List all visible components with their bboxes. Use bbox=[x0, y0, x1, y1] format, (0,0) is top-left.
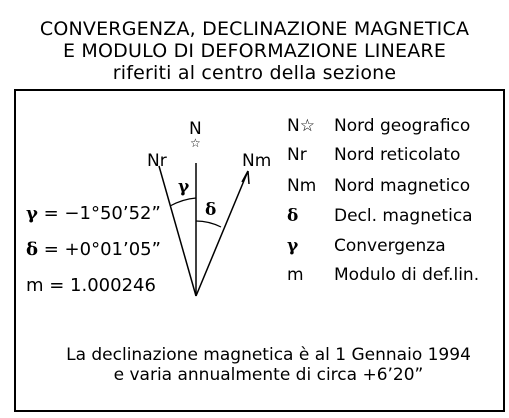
title-line-2: E MODULO DI DEFORMAZIONE LINEARE bbox=[62, 40, 447, 62]
note-line-2: e varia annualmente di circa +6’20” bbox=[113, 365, 424, 385]
legend-text: Nord reticolato bbox=[334, 145, 461, 165]
delta-arc bbox=[195, 220, 222, 228]
legend-symbol: Nr bbox=[287, 145, 307, 165]
legend-text: Nord magnetico bbox=[334, 176, 471, 196]
legend-symbol: N☆ bbox=[287, 116, 315, 136]
gamma-angle-label: γ bbox=[178, 177, 190, 197]
gamma-arc bbox=[169, 197, 197, 207]
grid-north-label: Nr bbox=[147, 151, 167, 171]
legend-symbol: γ bbox=[287, 236, 299, 256]
magnetic-north-line bbox=[195, 170, 249, 297]
legend-symbol: δ bbox=[287, 206, 299, 226]
north-diagram bbox=[158, 163, 250, 297]
title-line-1: CONVERGENZA, DECLINAZIONE MAGNETICA bbox=[39, 18, 470, 40]
delta-symbol: δ bbox=[26, 239, 39, 260]
gamma-value-text: = −1°50’52” bbox=[43, 203, 161, 224]
title-line-3: riferiti al centro della sezione bbox=[112, 62, 397, 84]
legend-text: Modulo di def.lin. bbox=[334, 265, 480, 285]
diagram-frame: N ☆ Nr Nm γ δ γ = −1°50’52” δ = +0°01’05… bbox=[14, 89, 505, 412]
legend-text: Convergenza bbox=[334, 236, 446, 256]
magnetic-north-label: Nm bbox=[242, 151, 272, 171]
legend-symbol: m bbox=[287, 265, 304, 285]
grid-north-line bbox=[158, 165, 197, 297]
legend-symbol: Nm bbox=[287, 176, 317, 196]
delta-value: δ = +0°01’05” bbox=[26, 241, 161, 259]
legend-text: Nord geografico bbox=[334, 116, 471, 136]
magnetic-north-arrowhead bbox=[241, 170, 250, 185]
north-label: N bbox=[189, 119, 202, 139]
legend-text: Decl. magnetica bbox=[334, 206, 473, 226]
delta-value-text: = +0°01’05” bbox=[43, 239, 161, 260]
delta-angle-label: δ bbox=[205, 200, 217, 220]
modulus-value: m = 1.000246 bbox=[26, 275, 156, 296]
gamma-symbol: γ bbox=[26, 203, 38, 224]
north-star-icon: ☆ bbox=[190, 136, 201, 150]
gamma-value: γ = −1°50’52” bbox=[26, 205, 161, 223]
note-line-1: La declinazione magnetica è al 1 Gennaio… bbox=[66, 345, 471, 365]
